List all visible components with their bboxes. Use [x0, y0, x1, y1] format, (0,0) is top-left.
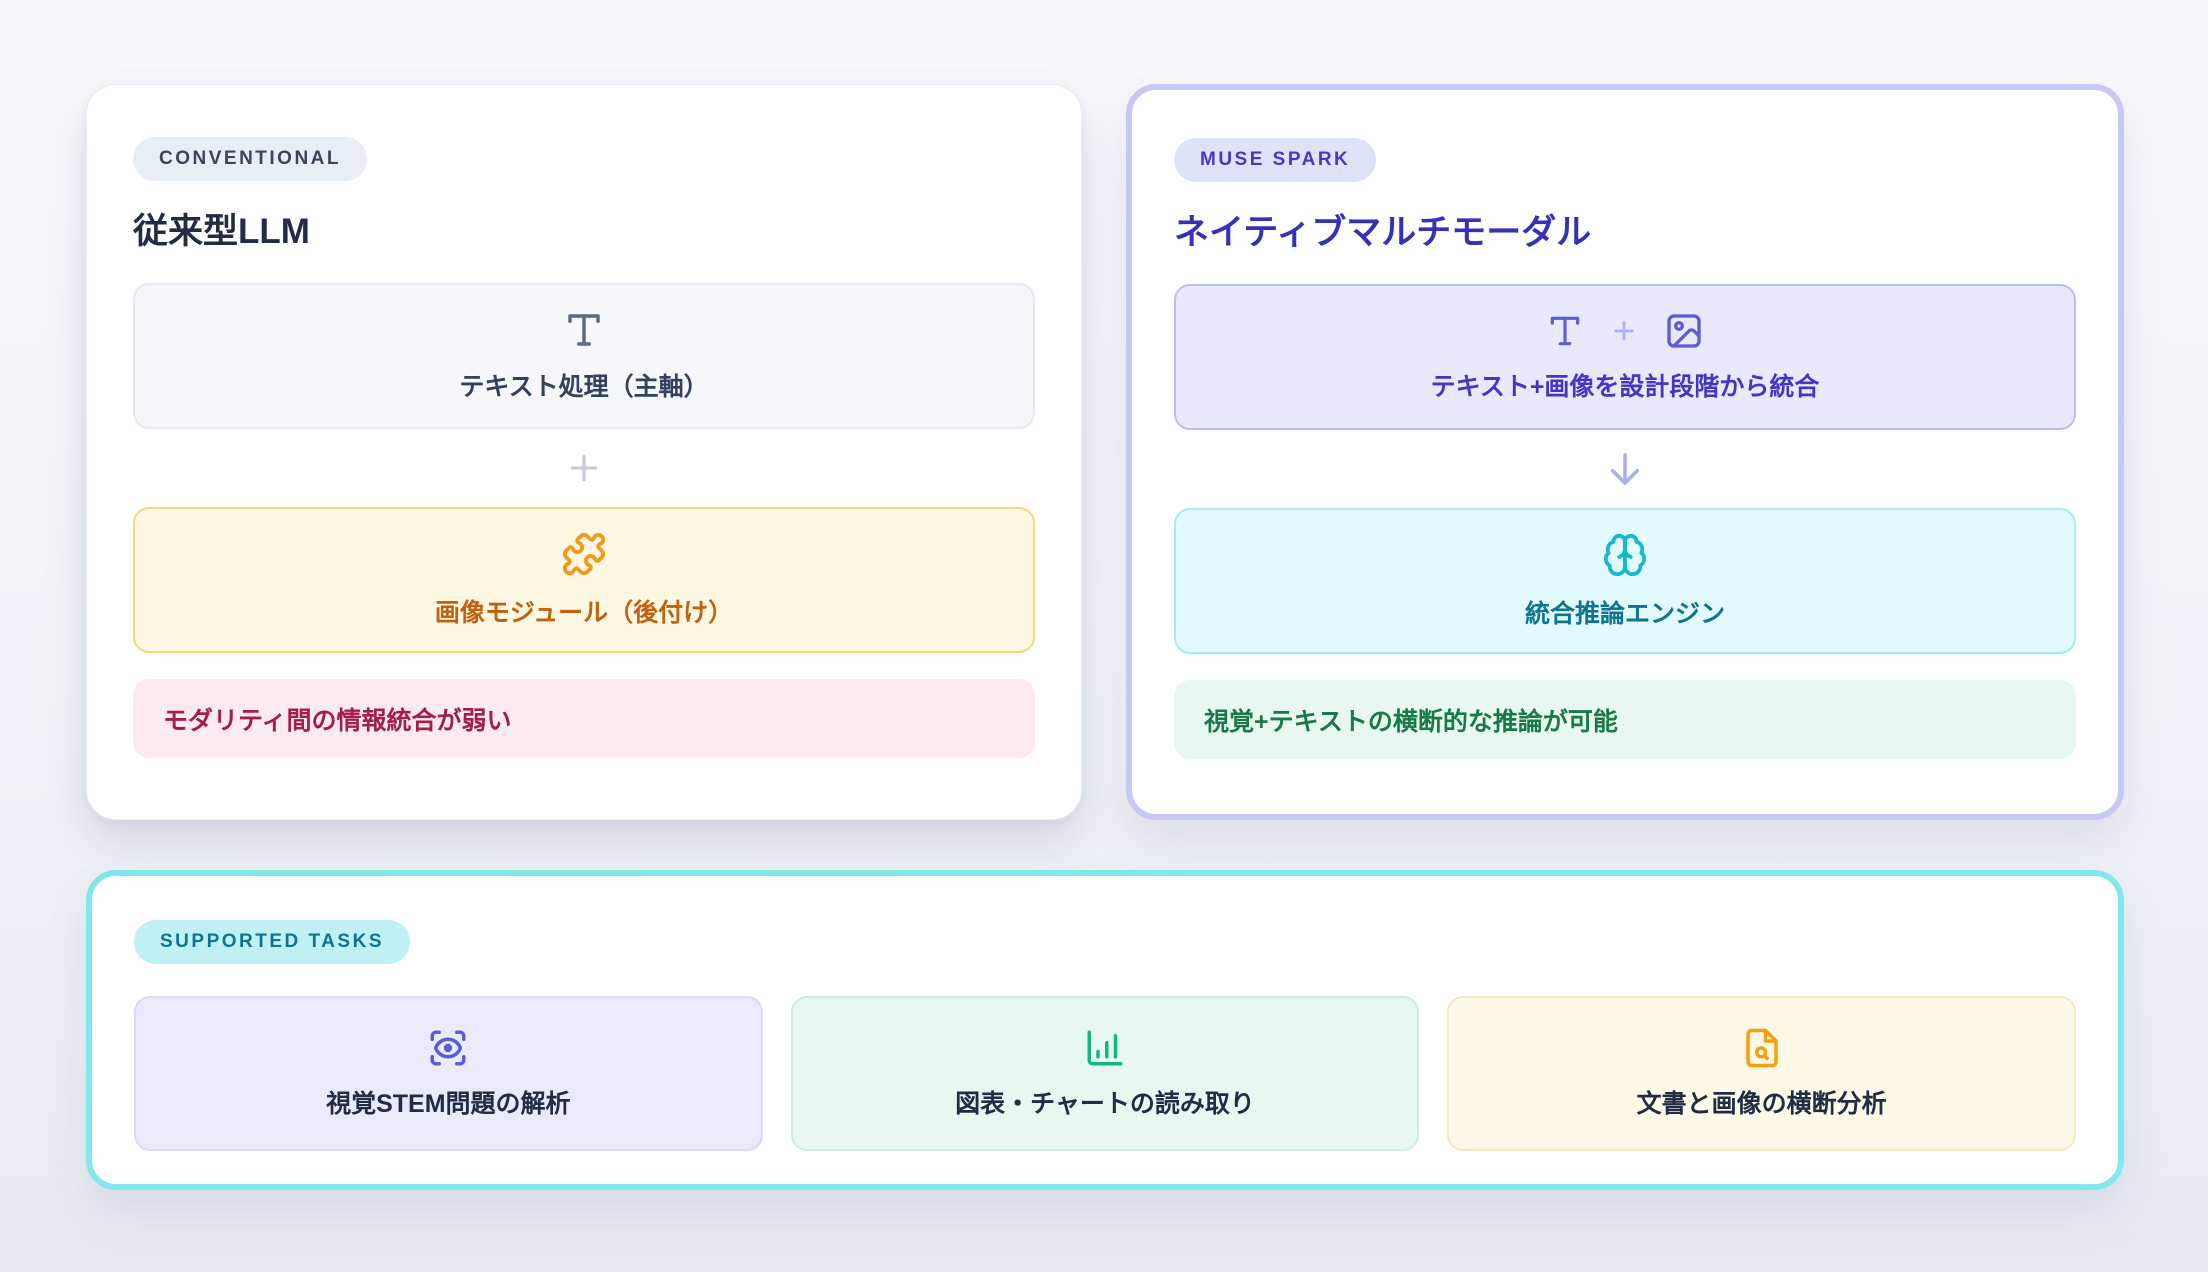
- supported-tasks-card: SUPPORTED TASKS 視覚STEM問題の解析: [86, 870, 2124, 1190]
- task-label: 視覚STEM問題の解析: [326, 1090, 571, 1118]
- comparison-row: CONVENTIONAL 従来型LLM テキスト処理（主軸）: [86, 84, 2124, 820]
- brain-icon: [1602, 532, 1648, 578]
- task-visual-stem: 視覚STEM問題の解析: [134, 996, 763, 1151]
- muse-spark-card: MUSE SPARK ネイティブマルチモーダル: [1126, 84, 2124, 820]
- plus-icon: [1610, 317, 1638, 345]
- arrow-connector: [1174, 430, 2076, 508]
- engine-label: 統合推論エンジン: [1524, 600, 1725, 628]
- muse-spark-badge: MUSE SPARK: [1174, 138, 1377, 182]
- conventional-card: CONVENTIONAL 従来型LLM テキスト処理（主軸）: [86, 84, 1082, 820]
- image-module-box: 画像モジュール（後付け）: [133, 507, 1035, 653]
- scan-eye-icon: [427, 1027, 469, 1069]
- arrow-down-icon: [1604, 448, 1646, 490]
- benefit-strip: 視覚+テキストの横断的な推論が可能: [1174, 680, 2076, 759]
- task-label: 文書と画像の横断分析: [1636, 1090, 1887, 1118]
- file-search-icon: [1741, 1027, 1783, 1069]
- weakness-strip: モダリティ間の情報統合が弱い: [133, 679, 1035, 758]
- puzzle-icon: [561, 531, 607, 577]
- plus-icon: [564, 448, 604, 488]
- fusion-box: テキスト+画像を設計段階から統合: [1174, 284, 2076, 430]
- plus-connector: [133, 429, 1035, 507]
- image-module-label: 画像モジュール（後付け）: [434, 599, 734, 627]
- muse-spark-title: ネイティブマルチモーダル: [1174, 213, 1592, 252]
- fusion-icon-row: [1546, 311, 1704, 351]
- text-processing-box: テキスト処理（主軸）: [133, 283, 1035, 429]
- type-icon: [563, 309, 605, 351]
- text-processing-label: テキスト処理（主軸）: [459, 373, 709, 401]
- tasks-row: 視覚STEM問題の解析 図表・チャートの読み取り: [134, 996, 2077, 1151]
- engine-box: 統合推論エンジン: [1174, 508, 2076, 654]
- bar-chart-icon: [1084, 1027, 1126, 1069]
- conventional-title: 従来型LLM: [133, 212, 310, 251]
- fusion-label: テキスト+画像を設計段階から統合: [1430, 373, 1820, 401]
- type-icon: [1546, 312, 1584, 350]
- task-chart-reading: 図表・チャートの読み取り: [790, 996, 1420, 1151]
- image-icon: [1664, 311, 1704, 351]
- supported-tasks-badge: SUPPORTED TASKS: [134, 920, 411, 964]
- task-label: 図表・チャートの読み取り: [955, 1090, 1255, 1118]
- task-doc-image-analysis: 文書と画像の横断分析: [1447, 996, 2077, 1151]
- conventional-badge: CONVENTIONAL: [133, 137, 367, 181]
